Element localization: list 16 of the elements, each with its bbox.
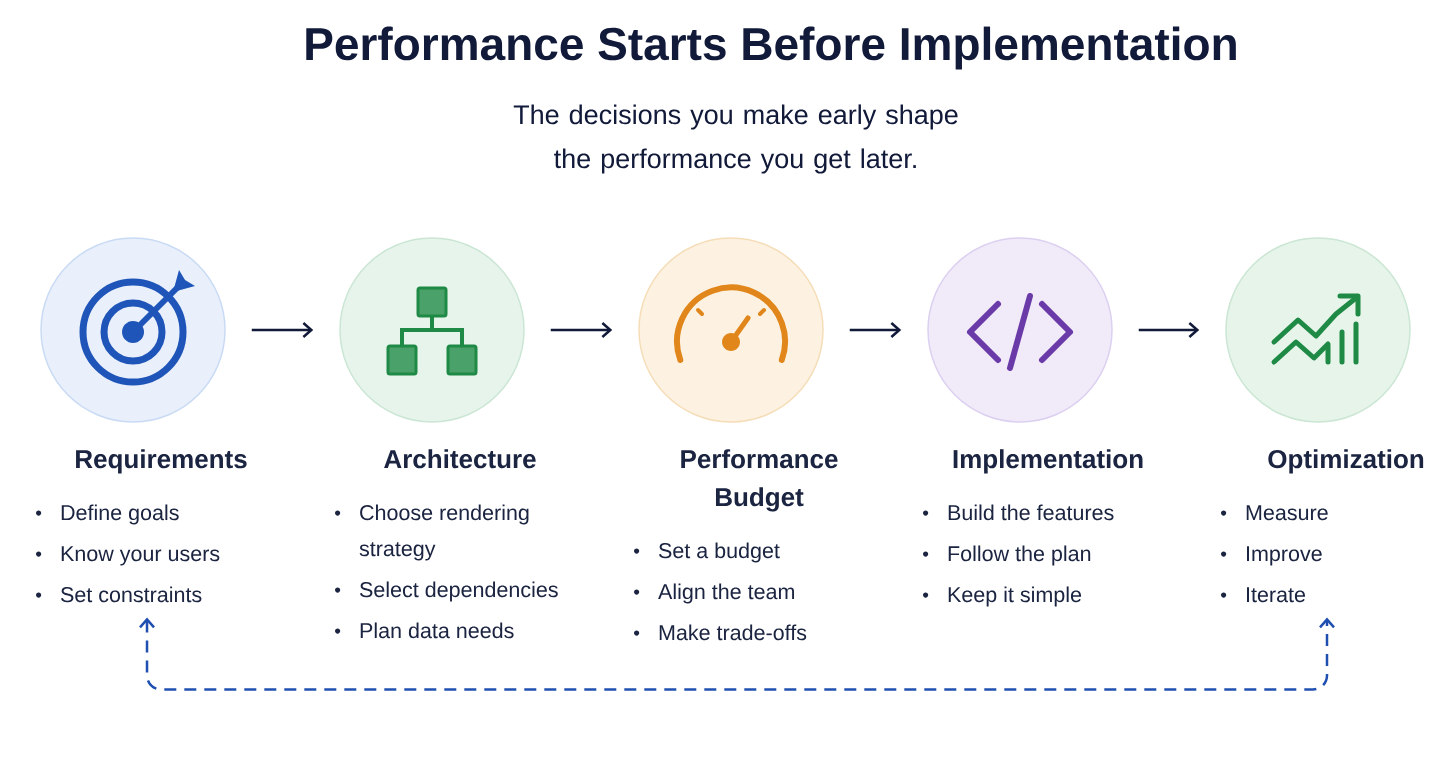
title: Performance Starts Before Implementation <box>306 26 1236 70</box>
arrow <box>251 322 314 338</box>
feedback-arrow <box>139 617 1335 691</box>
subtitle: The decisions you make early shape the performance you get later. <box>513 104 958 174</box>
stage-text: Performance Budget Set a budget Align the team Make trade-offs <box>634 449 838 641</box>
stage-text: Architecture Choose rendering strategy Select dependencies Plan data needs <box>335 449 558 639</box>
icon-circle <box>638 237 824 423</box>
stage-text: Requirements Define goals Know your users Set constraints <box>36 449 247 603</box>
arrow <box>849 322 902 338</box>
icon-circle <box>1225 237 1411 423</box>
stage-text: Optimization Measure Improve Iterate <box>1221 449 1424 603</box>
arrow <box>550 322 613 338</box>
arrow <box>1138 322 1200 338</box>
stage-text: Implementation Build the features Follow the plan Keep it simple <box>923 449 1143 607</box>
icon-circle <box>40 237 226 423</box>
icon-circle <box>927 237 1113 423</box>
